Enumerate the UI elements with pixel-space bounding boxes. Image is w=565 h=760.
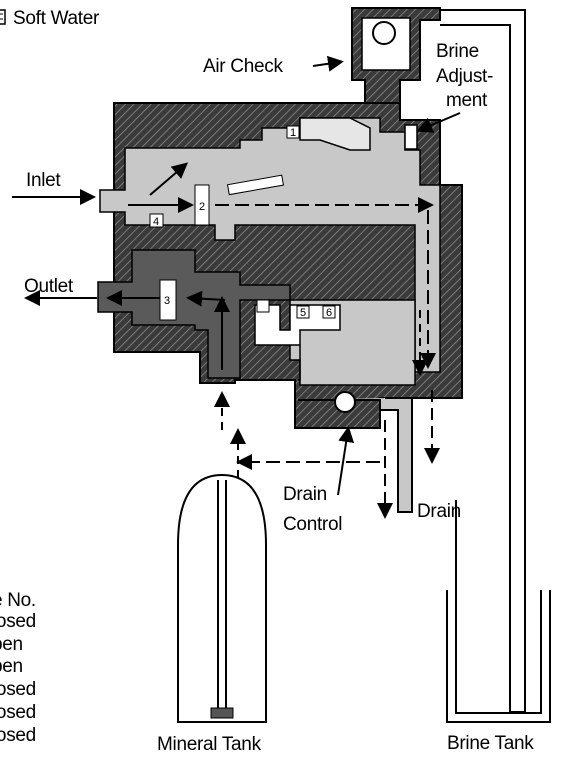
brine-tank bbox=[440, 9, 551, 723]
legend: Soft Water bbox=[0, 8, 100, 29]
svg-text:4: 4 bbox=[153, 216, 159, 228]
valve-state-2: pen bbox=[0, 634, 23, 655]
drain-control-label-2: Control bbox=[283, 514, 342, 535]
valve-state-4: losed bbox=[0, 679, 36, 700]
legend-swatch bbox=[0, 9, 6, 25]
brine-adjustment-label-2: Adjust- bbox=[436, 66, 493, 87]
inlet-flow-path bbox=[99, 117, 441, 373]
valve-state-5: losed bbox=[0, 702, 36, 723]
air-check-label: Air Check bbox=[203, 56, 283, 77]
port-arrows bbox=[12, 55, 461, 496]
svg-text:3: 3 bbox=[164, 295, 170, 307]
valve-state-6: losed bbox=[0, 725, 36, 746]
valve-markers: 1 2 3 4 5 6 bbox=[149, 125, 336, 321]
air-check-ball bbox=[372, 21, 396, 45]
brine-adjustment-label-1: Brine bbox=[436, 41, 479, 62]
svg-text:5: 5 bbox=[300, 307, 306, 319]
brine-tank-label: Brine Tank bbox=[447, 733, 534, 754]
valve-state-1: losed bbox=[0, 611, 36, 632]
drain-control-label-1: Drain bbox=[283, 484, 327, 505]
valve-state-3: pen bbox=[0, 656, 23, 677]
legend-label: Soft Water bbox=[13, 8, 100, 29]
svg-text:6: 6 bbox=[326, 307, 332, 319]
valve-4 bbox=[149, 213, 164, 228]
drain-control-ball bbox=[334, 391, 356, 413]
inlet-label: Inlet bbox=[26, 170, 61, 191]
valve-state-header: e No. bbox=[0, 590, 36, 611]
flow-arrows bbox=[106, 162, 436, 376]
svg-text:1: 1 bbox=[290, 127, 296, 139]
air-check-housing bbox=[351, 7, 441, 109]
mineral-tank-line bbox=[214, 391, 380, 478]
valve-1 bbox=[286, 125, 300, 139]
outlet-label: Outlet bbox=[24, 276, 74, 297]
valve-5 bbox=[296, 305, 310, 319]
outlet-chamber bbox=[97, 249, 291, 379]
svg-text:2: 2 bbox=[199, 201, 205, 213]
mineral-tank-label: Mineral Tank bbox=[157, 734, 262, 755]
drain-line bbox=[298, 390, 440, 519]
brine-adjustment-label-3: ment bbox=[446, 90, 488, 111]
valve-6 bbox=[322, 305, 336, 319]
valve-body bbox=[97, 102, 463, 429]
valve-2 bbox=[194, 184, 210, 226]
drain-label: Drain bbox=[417, 501, 461, 522]
valve-state-table: e No. losed pen pen losed losed losed bbox=[0, 590, 36, 746]
distributor bbox=[210, 707, 234, 719]
mineral-tank bbox=[177, 473, 267, 723]
valve-3 bbox=[159, 279, 177, 321]
